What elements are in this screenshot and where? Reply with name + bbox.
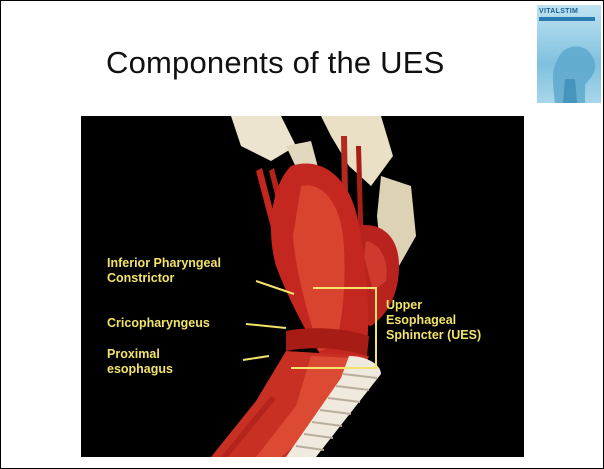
logo-text: VITALSTIM — [539, 8, 578, 15]
label-upper-esophageal-sphincter: Upper Esophageal Sphincter (UES) — [386, 298, 481, 343]
label-line: Esophageal — [386, 313, 481, 328]
label-line: Sphincter (UES) — [386, 328, 481, 343]
label-line: Proximal — [107, 347, 173, 362]
anatomy-figure: Inferior Pharyngeal Constrictor Cricopha… — [81, 116, 524, 457]
label-proximal-esophagus: Proximal esophagus — [107, 347, 173, 377]
label-line: Inferior Pharyngeal — [107, 256, 221, 271]
label-cricopharyngeus: Cricopharyngeus — [107, 316, 210, 331]
logo-stripe — [539, 17, 595, 21]
label-line: Upper — [386, 298, 481, 313]
label-line: esophagus — [107, 362, 173, 377]
vitalstim-logo: VITALSTIM — [537, 5, 601, 103]
label-inferior-pharyngeal-constrictor: Inferior Pharyngeal Constrictor — [107, 256, 221, 286]
label-line: Constrictor — [107, 271, 221, 286]
slide-title: Components of the UES — [106, 45, 445, 81]
throat-anatomy-illustration — [81, 116, 524, 457]
